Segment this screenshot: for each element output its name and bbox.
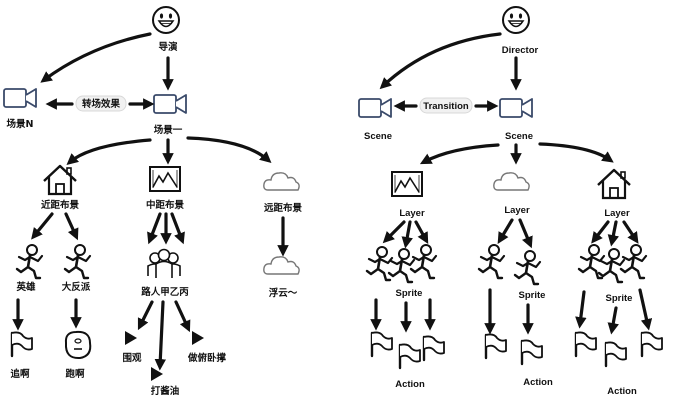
sprite-1-label: Sprite	[396, 288, 423, 299]
arrow-layer3-to-sprite-c	[622, 220, 639, 244]
arrow-layer3-to-sprite-b	[607, 220, 620, 247]
arrow-sprite3-to-action-b	[607, 306, 619, 335]
director-en-label: Director	[502, 45, 539, 56]
arrow-layer2-to-sprite-a	[497, 218, 514, 244]
action-3-label: Action	[607, 386, 637, 397]
villain-runner-icon	[63, 243, 92, 280]
arrow-scene-to-near	[66, 138, 152, 165]
arrow-extras-to-pushup	[174, 300, 191, 333]
floating-cloud-icon	[263, 256, 300, 275]
transition-label: 转场效果	[82, 98, 121, 110]
arrow-layer1-to-sprite-c	[414, 220, 429, 245]
villain-label: 大反派	[62, 281, 91, 293]
scene-right-camera-icon	[499, 98, 533, 118]
hero-runner-icon	[15, 243, 44, 280]
scene-one-label: 场景一	[154, 124, 183, 136]
arrow-director-to-scene-left	[379, 32, 502, 90]
extras-label: 路人甲乙丙	[141, 286, 189, 298]
arrow-layer3-to-sprite-a	[591, 220, 610, 244]
arrow-near-to-villain	[64, 212, 79, 241]
action-1c-flag-icon	[422, 335, 446, 362]
transition-en-label: Transition	[423, 101, 469, 112]
action-3c-flag-icon	[640, 331, 664, 358]
arrow-scene-to-layer-1	[419, 143, 500, 165]
action-3a-flag-icon	[574, 331, 598, 358]
soy-play-icon	[151, 367, 163, 381]
far-layer-cloud-icon	[263, 172, 300, 191]
near-layer-label: 近距布景	[41, 199, 80, 211]
arrow-layer2-to-sprite-b	[518, 218, 533, 249]
arrow-mid-to-extras-1	[147, 212, 162, 245]
action-1a-flag-icon	[370, 331, 394, 358]
layer-1-label: Layer	[399, 208, 425, 219]
layer-1-picture-icon	[391, 171, 423, 197]
left-diagram: 导演 场景N 场景一 转场效果 近距布景 中距布景 远距布景 英雄 大反派 路人	[3, 6, 303, 397]
arrow-scene-to-layer-3	[538, 142, 614, 163]
arrow-near-to-hero	[31, 212, 54, 240]
watch-label: 围观	[122, 353, 142, 364]
right-diagram: Director Scene Scene Transition Layer La…	[358, 6, 664, 397]
floating-cloud-label: 浮云～	[269, 287, 298, 299]
sprite-2a-runner-icon	[477, 243, 506, 280]
soy-label: 打酱油	[151, 385, 180, 397]
arrow-scene-to-far	[186, 136, 272, 164]
director-label: 导演	[158, 41, 178, 53]
arrow-extras-to-soy	[154, 300, 167, 371]
transition-pill	[75, 95, 127, 112]
scene-n-label: 场景N	[7, 118, 34, 130]
mid-layer-picture-icon	[149, 166, 181, 192]
hero-label: 英雄	[16, 281, 36, 293]
sprite-1b-runner-icon	[387, 247, 416, 284]
watch-play-icon	[125, 331, 137, 345]
layer-3-label: Layer	[604, 208, 630, 219]
layer-2-label: Layer	[504, 205, 530, 216]
arrow-mid-to-extras-3	[170, 212, 185, 245]
sprite-3-label: Sprite	[606, 293, 633, 304]
action-2a-flag-icon	[484, 333, 508, 360]
layer-2-cloud-icon	[493, 172, 530, 191]
extras-crowd-icon	[147, 248, 181, 279]
arrow-extras-to-watch	[137, 300, 154, 331]
near-layer-house-icon	[42, 164, 78, 196]
sprite-3c-runner-icon	[619, 243, 648, 280]
mid-layer-label: 中距布景	[146, 199, 185, 211]
arrow-director-to-scene-n	[40, 32, 152, 83]
arrow-layer1-to-sprite-a	[382, 220, 406, 244]
layer-3-house-icon	[596, 168, 632, 200]
pushup-play-icon	[192, 331, 204, 345]
action-2b-flag-icon	[520, 339, 544, 366]
transition-en-pill	[419, 97, 473, 114]
scene-right-label: Scene	[505, 131, 533, 142]
director-en-smiley-icon	[502, 6, 530, 34]
action-3b-flag-icon	[604, 341, 628, 368]
chase-flag-icon	[10, 331, 34, 358]
scene-n-camera-icon	[3, 88, 37, 108]
arrow-sprite3-to-action-c	[638, 288, 653, 331]
sprite-1c-runner-icon	[409, 243, 438, 280]
sprite-2b-runner-icon	[513, 249, 542, 286]
action-2-label: Action	[523, 377, 553, 388]
chase-label: 追啊	[10, 368, 30, 380]
arrow-layer1-to-sprite-b	[401, 220, 413, 249]
pushup-label: 做俯卧撑	[187, 352, 227, 364]
scene-left-label: Scene	[364, 131, 392, 142]
sprite-3b-runner-icon	[597, 247, 626, 284]
sprite-1a-runner-icon	[365, 245, 394, 282]
run-label: 跑啊	[65, 368, 85, 380]
far-layer-label: 远距布景	[264, 202, 303, 214]
scene-one-camera-icon	[153, 94, 187, 114]
director-smiley-icon	[152, 6, 180, 34]
scene-left-camera-icon	[358, 98, 392, 118]
arrow-sprite3-to-action-a	[575, 290, 587, 329]
run-blob-icon	[64, 330, 92, 360]
action-1b-flag-icon	[398, 343, 422, 370]
action-1-label: Action	[395, 379, 425, 390]
sprite-2-label: Sprite	[519, 290, 546, 301]
